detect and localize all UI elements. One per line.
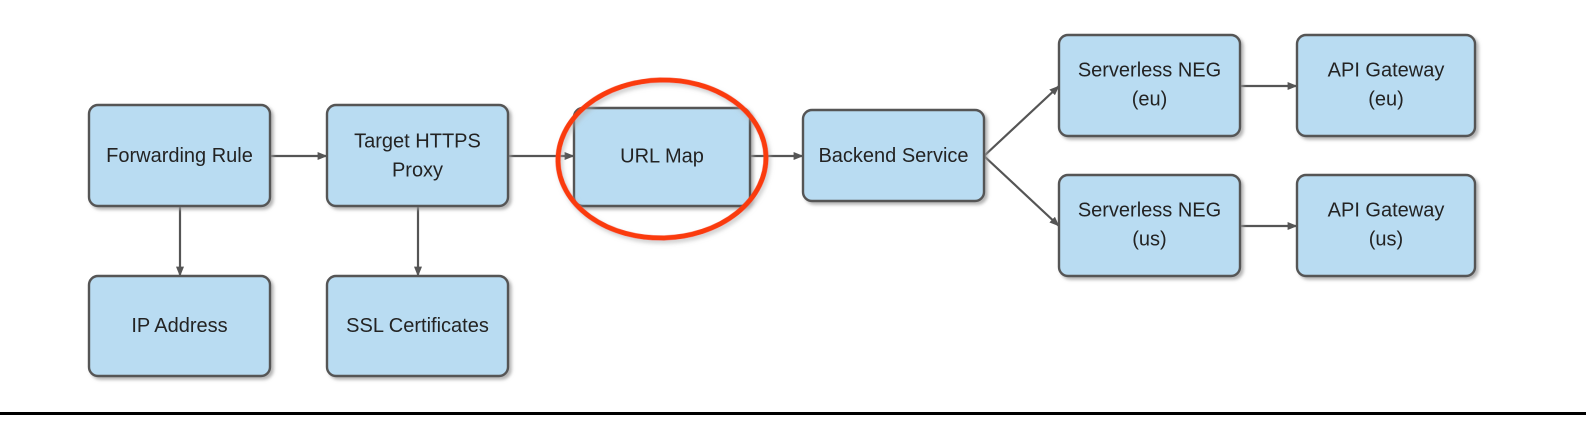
node-url-map[interactable]: URL Map xyxy=(572,106,752,208)
node-serverless-neg-us[interactable]: Serverless NEG (us) xyxy=(1057,173,1242,278)
node-api-gateway-eu[interactable]: API Gateway (eu) xyxy=(1295,33,1477,138)
node-api-gateway-us-label-line2: (us) xyxy=(1369,228,1403,250)
node-forwarding-rule[interactable]: Forwarding Rule xyxy=(87,103,272,208)
node-ssl-certificates-box[interactable] xyxy=(325,274,510,378)
node-ssl-certificates-label: SSL Certificates xyxy=(346,315,489,337)
node-ip-address-label: IP Address xyxy=(131,315,227,337)
node-api-gateway-eu-label-line1: API Gateway xyxy=(1328,59,1445,81)
node-api-gateway-eu-label-line2: (eu) xyxy=(1368,88,1404,110)
node-target-https-proxy-label-line2: Proxy xyxy=(392,159,443,181)
node-serverless-neg-eu-label-line1: Serverless NEG xyxy=(1078,59,1221,81)
node-target-https-proxy-label-line1: Target HTTPS xyxy=(354,130,481,152)
node-api-gateway-eu-box[interactable] xyxy=(1295,33,1477,138)
node-ip-address-box[interactable] xyxy=(87,274,272,378)
node-backend-service[interactable]: Backend Service xyxy=(801,108,986,203)
edge-backend-service-to-serverless-neg-eu xyxy=(983,85,1060,157)
node-url-map-box[interactable] xyxy=(572,106,752,208)
node-ip-address[interactable]: IP Address xyxy=(87,274,272,378)
node-serverless-neg-us-label-line2: (us) xyxy=(1132,228,1166,250)
edge-layer xyxy=(176,82,1298,277)
node-target-https-proxy[interactable]: Target HTTPS Proxy xyxy=(325,103,510,208)
node-serverless-neg-eu-label-line2: (eu) xyxy=(1132,88,1168,110)
node-serverless-neg-us-box[interactable] xyxy=(1057,173,1242,278)
node-forwarding-rule-label: Forwarding Rule xyxy=(106,145,253,167)
node-api-gateway-us-label-line1: API Gateway xyxy=(1328,199,1445,221)
node-api-gateway-us[interactable]: API Gateway (us) xyxy=(1295,173,1477,278)
node-serverless-neg-eu[interactable]: Serverless NEG (eu) xyxy=(1057,33,1242,138)
node-layer: Forwarding Rule Target HTTPS Proxy URL M… xyxy=(87,33,1477,378)
node-backend-service-label: Backend Service xyxy=(818,145,968,167)
url-map-highlight-ellipse xyxy=(555,77,769,241)
edge-backend-service-to-serverless-neg-us xyxy=(983,155,1060,227)
node-backend-service-box[interactable] xyxy=(801,108,986,203)
annotation-layer xyxy=(555,77,769,241)
node-ssl-certificates[interactable]: SSL Certificates xyxy=(325,274,510,378)
node-api-gateway-us-box[interactable] xyxy=(1295,173,1477,278)
node-serverless-neg-eu-box[interactable] xyxy=(1057,33,1242,138)
node-serverless-neg-us-label-line1: Serverless NEG xyxy=(1078,199,1221,221)
node-forwarding-rule-box[interactable] xyxy=(87,103,272,208)
node-url-map-label: URL Map xyxy=(620,145,704,167)
node-target-https-proxy-box[interactable] xyxy=(325,103,510,208)
